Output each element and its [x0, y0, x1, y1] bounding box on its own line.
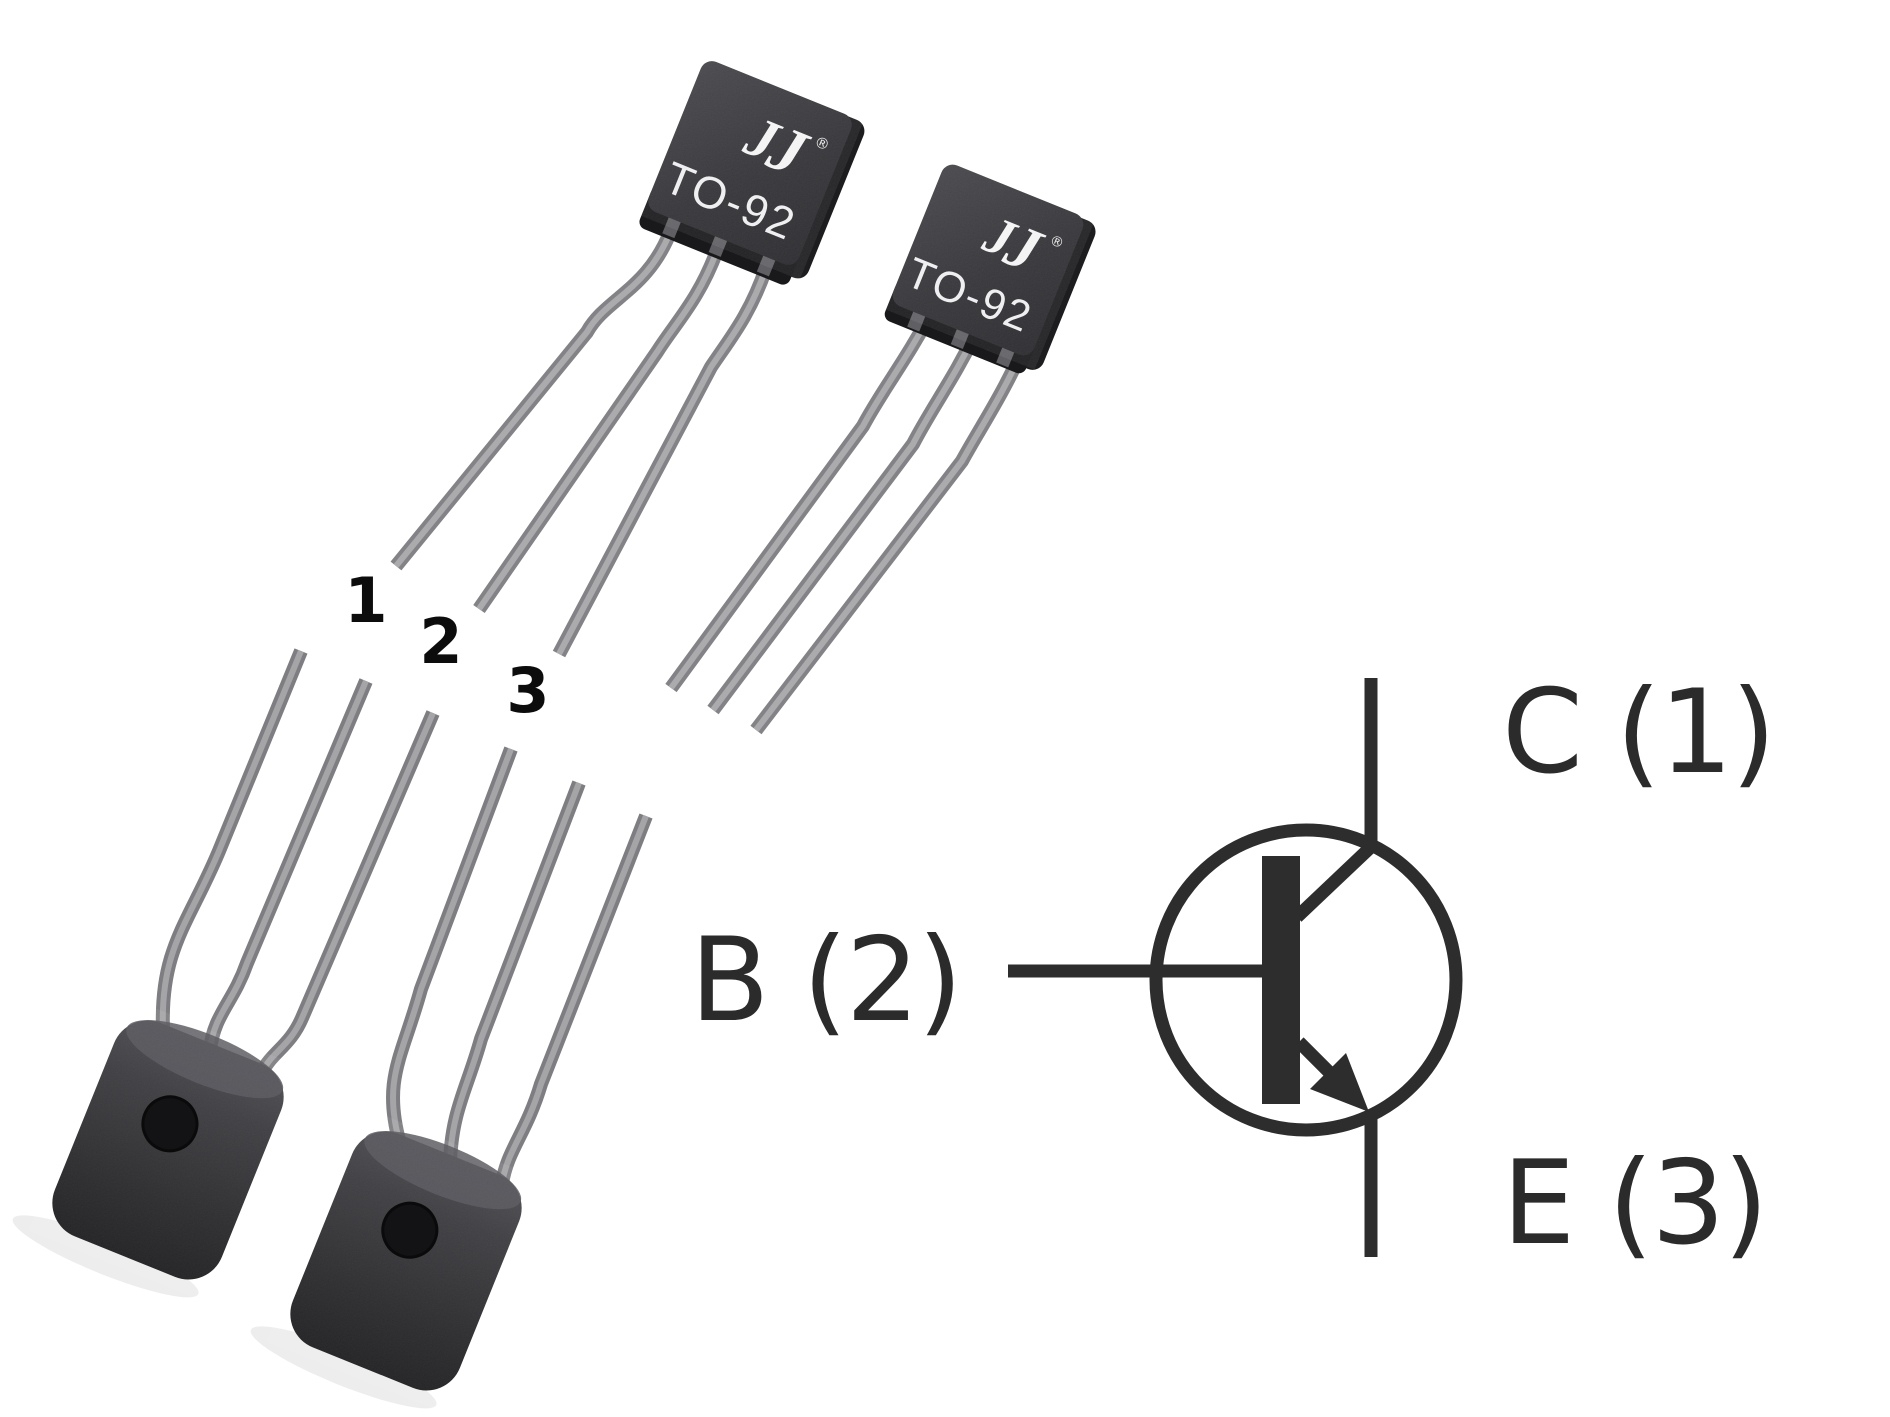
transistor-circle — [1149, 823, 1463, 1137]
front-package-1-leads — [390, 227, 773, 658]
package-shadow — [12, 1215, 199, 1298]
mounting-hole — [382, 1203, 437, 1258]
collector-diagonal-line — [1292, 840, 1378, 922]
back-package-1 — [12, 1020, 284, 1298]
pin2-number-label: 2 — [419, 605, 462, 678]
lead-pin1 — [390, 227, 678, 571]
mounting-hole-rim — [381, 1201, 439, 1259]
back-package-2-leads — [386, 746, 653, 1186]
registered-trademark: ® — [812, 132, 833, 154]
npn-transistor-symbol — [1008, 678, 1463, 1257]
lead-pin1 — [386, 746, 518, 1146]
base-bar — [1262, 856, 1300, 1104]
pin3-number-label: 3 — [506, 654, 549, 727]
package-texture — [290, 1131, 522, 1391]
lead-pin2 — [473, 245, 725, 613]
back-package-1-leads — [155, 648, 440, 1076]
lead-pin3 — [750, 342, 1032, 735]
lead-pin2 — [707, 323, 986, 715]
lead-pin2 — [203, 678, 373, 1051]
base-terminal-label: B (2) — [690, 913, 961, 1048]
collector-terminal-label: C (1) — [1502, 665, 1774, 800]
front-package-2-leads — [665, 304, 1032, 735]
package-texture — [648, 61, 852, 265]
mounting-hole — [142, 1096, 197, 1151]
registered-trademark: ® — [1047, 232, 1066, 252]
front-package-1: J J ® TO-92 — [639, 61, 865, 285]
lead-pin3 — [495, 813, 653, 1186]
pin1-number-label: 1 — [344, 564, 387, 637]
package-texture — [892, 164, 1084, 356]
front-package-2: J J ® TO-92 — [884, 164, 1096, 374]
lead-pin1 — [155, 648, 308, 1031]
package-shadow — [250, 1326, 437, 1409]
lead-pin2 — [443, 780, 586, 1163]
back-package-2 — [250, 1131, 522, 1409]
mounting-hole-rim — [141, 1095, 199, 1153]
lead-pin3 — [552, 265, 773, 658]
emitter-arrow-icon — [1310, 1053, 1369, 1112]
emitter-terminal-label: E (3) — [1502, 1136, 1766, 1271]
